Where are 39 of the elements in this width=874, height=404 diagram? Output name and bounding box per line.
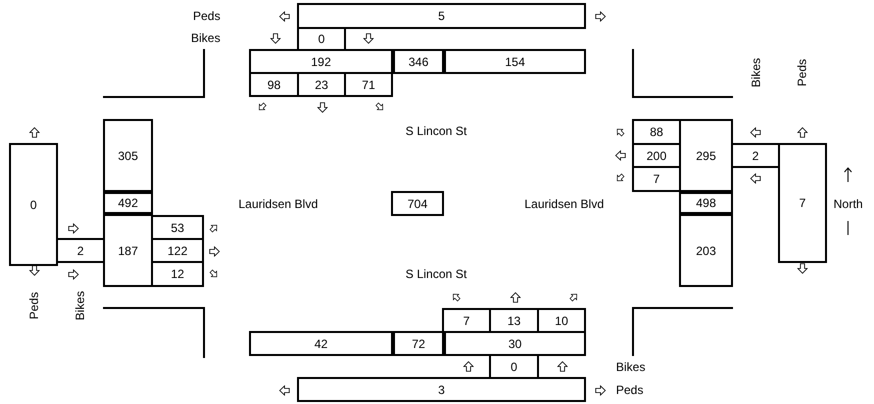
approach-label: Bikes xyxy=(72,290,88,320)
approach-label: Peds xyxy=(193,8,220,24)
count-box: 0 xyxy=(489,354,539,379)
approach-label: Peds xyxy=(26,292,42,319)
count-box: 71 xyxy=(344,72,393,97)
count-box: 42 xyxy=(249,331,393,356)
count-box: 10 xyxy=(537,308,586,333)
count-box: 2 xyxy=(56,238,105,263)
count-box: 7 xyxy=(632,166,681,192)
count-box: 0 xyxy=(297,27,346,51)
approach-label: Peds xyxy=(616,382,644,398)
approach-label: Bikes xyxy=(191,30,220,46)
approach-label: Bikes xyxy=(616,360,646,374)
count-box: 2 xyxy=(731,143,780,168)
count-box: 187 xyxy=(103,214,153,287)
count-box: 346 xyxy=(391,49,444,74)
count-box: 305 xyxy=(103,119,153,193)
count-box: 7 xyxy=(778,143,827,263)
count-box: 192 xyxy=(249,49,393,74)
count-box: 498 xyxy=(679,190,733,216)
count-box: 3 xyxy=(297,377,586,402)
count-box: 12 xyxy=(151,261,204,287)
count-box: 98 xyxy=(249,72,299,97)
count-box: 203 xyxy=(679,214,733,287)
count-box: 5 xyxy=(297,3,586,29)
street-name: S Lincon St xyxy=(406,124,467,138)
count-box: 0 xyxy=(9,143,58,266)
approach-label: Bikes xyxy=(748,58,764,87)
count-box: 154 xyxy=(442,49,586,74)
north-label: North xyxy=(834,196,863,212)
count-box: 72 xyxy=(391,331,444,356)
street-name: Lauridsen Blvd xyxy=(238,196,318,212)
count-box: 30 xyxy=(442,331,586,356)
count-box: 704 xyxy=(391,191,444,216)
street-name: Lauridsen Blvd xyxy=(524,196,604,212)
street-name: S Lincon St xyxy=(406,266,467,282)
count-box: 492 xyxy=(103,190,153,216)
count-box: 295 xyxy=(679,119,733,192)
approach-label: Peds xyxy=(794,58,810,86)
